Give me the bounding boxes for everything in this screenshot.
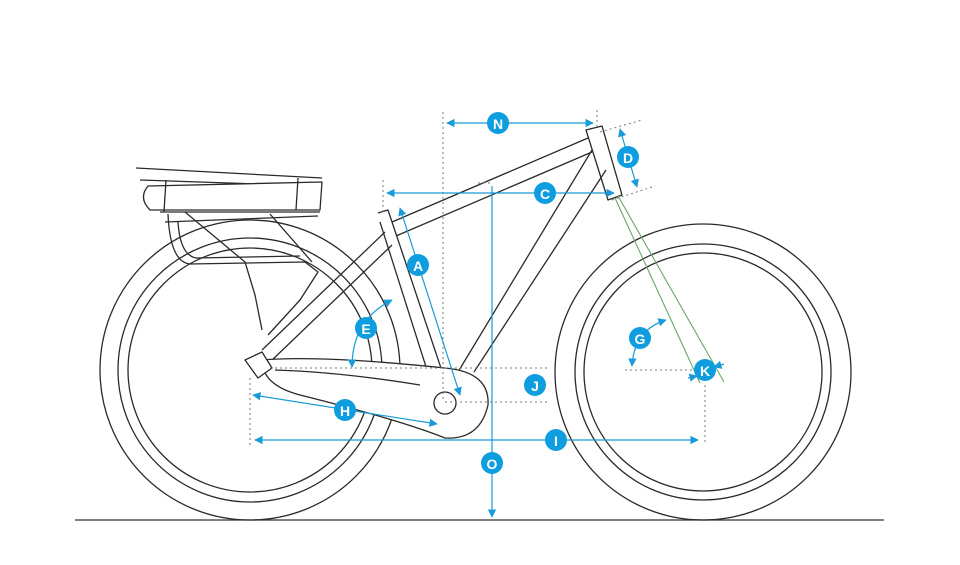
bike-frame	[135, 125, 623, 439]
svg-text:K: K	[700, 363, 710, 379]
front-wheel	[554, 223, 852, 521]
label-h: H	[334, 399, 356, 421]
svg-text:D: D	[623, 150, 633, 166]
svg-text:N: N	[493, 116, 503, 132]
fork-offset-line	[617, 195, 725, 383]
label-j: J	[524, 374, 546, 396]
label-n: N	[487, 112, 509, 134]
svg-text:E: E	[361, 321, 370, 337]
label-d: D	[617, 146, 639, 168]
svg-text:C: C	[540, 186, 550, 202]
label-o: O	[481, 452, 503, 474]
svg-text:H: H	[340, 403, 350, 419]
label-e: E	[355, 317, 377, 339]
label-k: K	[694, 359, 716, 381]
label-a: A	[407, 254, 429, 276]
svg-text:A: A	[413, 258, 423, 274]
label-c: C	[534, 182, 556, 204]
svg-text:G: G	[635, 331, 646, 347]
svg-text:I: I	[554, 433, 558, 449]
svg-text:O: O	[487, 456, 498, 472]
svg-text:J: J	[531, 378, 539, 394]
steering-axis-line	[614, 197, 701, 384]
label-g: G	[629, 327, 651, 349]
label-i: I	[545, 429, 567, 451]
